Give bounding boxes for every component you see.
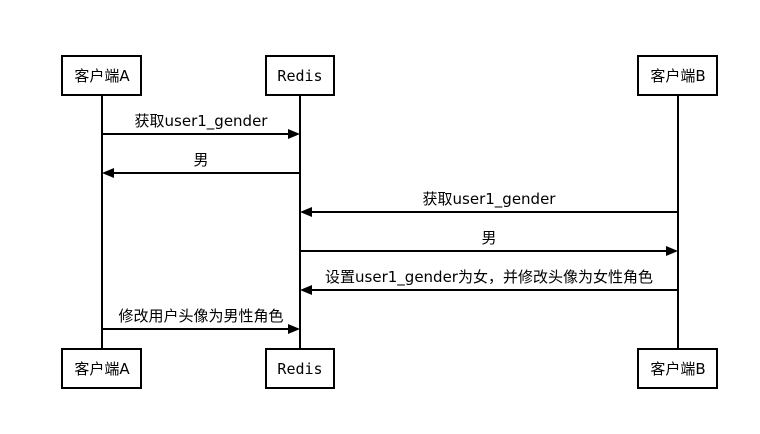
message-4: 男	[300, 229, 678, 256]
arrowhead-icon	[300, 207, 312, 217]
participant-label: 客户端A	[74, 360, 130, 378]
message-1: 获取user1_gender	[102, 112, 300, 139]
participant-label: 客户端A	[74, 67, 130, 85]
arrowhead-icon	[300, 285, 312, 295]
participant-label: 客户端B	[650, 67, 705, 85]
participant-label: Redis	[277, 360, 322, 378]
participant-client-a-bottom: 客户端A	[61, 348, 142, 389]
participant-client-a-top: 客户端A	[61, 55, 142, 96]
message-label: 设置user1_gender为女，并修改头像为女性角色	[325, 268, 653, 287]
message-label: 获取user1_gender	[423, 190, 557, 209]
message-label: 男	[481, 229, 496, 247]
arrowhead-icon	[288, 129, 300, 139]
participant-redis-top: Redis	[265, 55, 335, 96]
lifelines	[101, 95, 679, 349]
messages: 获取user1_gender男获取user1_gender男设置user1_ge…	[102, 112, 678, 334]
participant-label: Redis	[277, 67, 322, 85]
participant-client-b-bottom: 客户端B	[637, 348, 718, 389]
message-label: 男	[193, 151, 208, 169]
arrowhead-icon	[666, 246, 678, 256]
message-2: 男	[102, 151, 300, 178]
message-3: 获取user1_gender	[300, 190, 678, 217]
message-6: 修改用户头像为男性角色	[102, 307, 300, 334]
message-label: 获取user1_gender	[135, 112, 269, 131]
participant-redis-bottom: Redis	[265, 348, 335, 389]
participant-label: 客户端B	[650, 360, 705, 378]
arrowhead-icon	[102, 168, 114, 178]
message-5: 设置user1_gender为女，并修改头像为女性角色	[300, 268, 678, 295]
participant-client-b-top: 客户端B	[637, 55, 718, 96]
arrowhead-icon	[288, 324, 300, 334]
message-label: 修改用户头像为男性角色	[118, 307, 283, 325]
